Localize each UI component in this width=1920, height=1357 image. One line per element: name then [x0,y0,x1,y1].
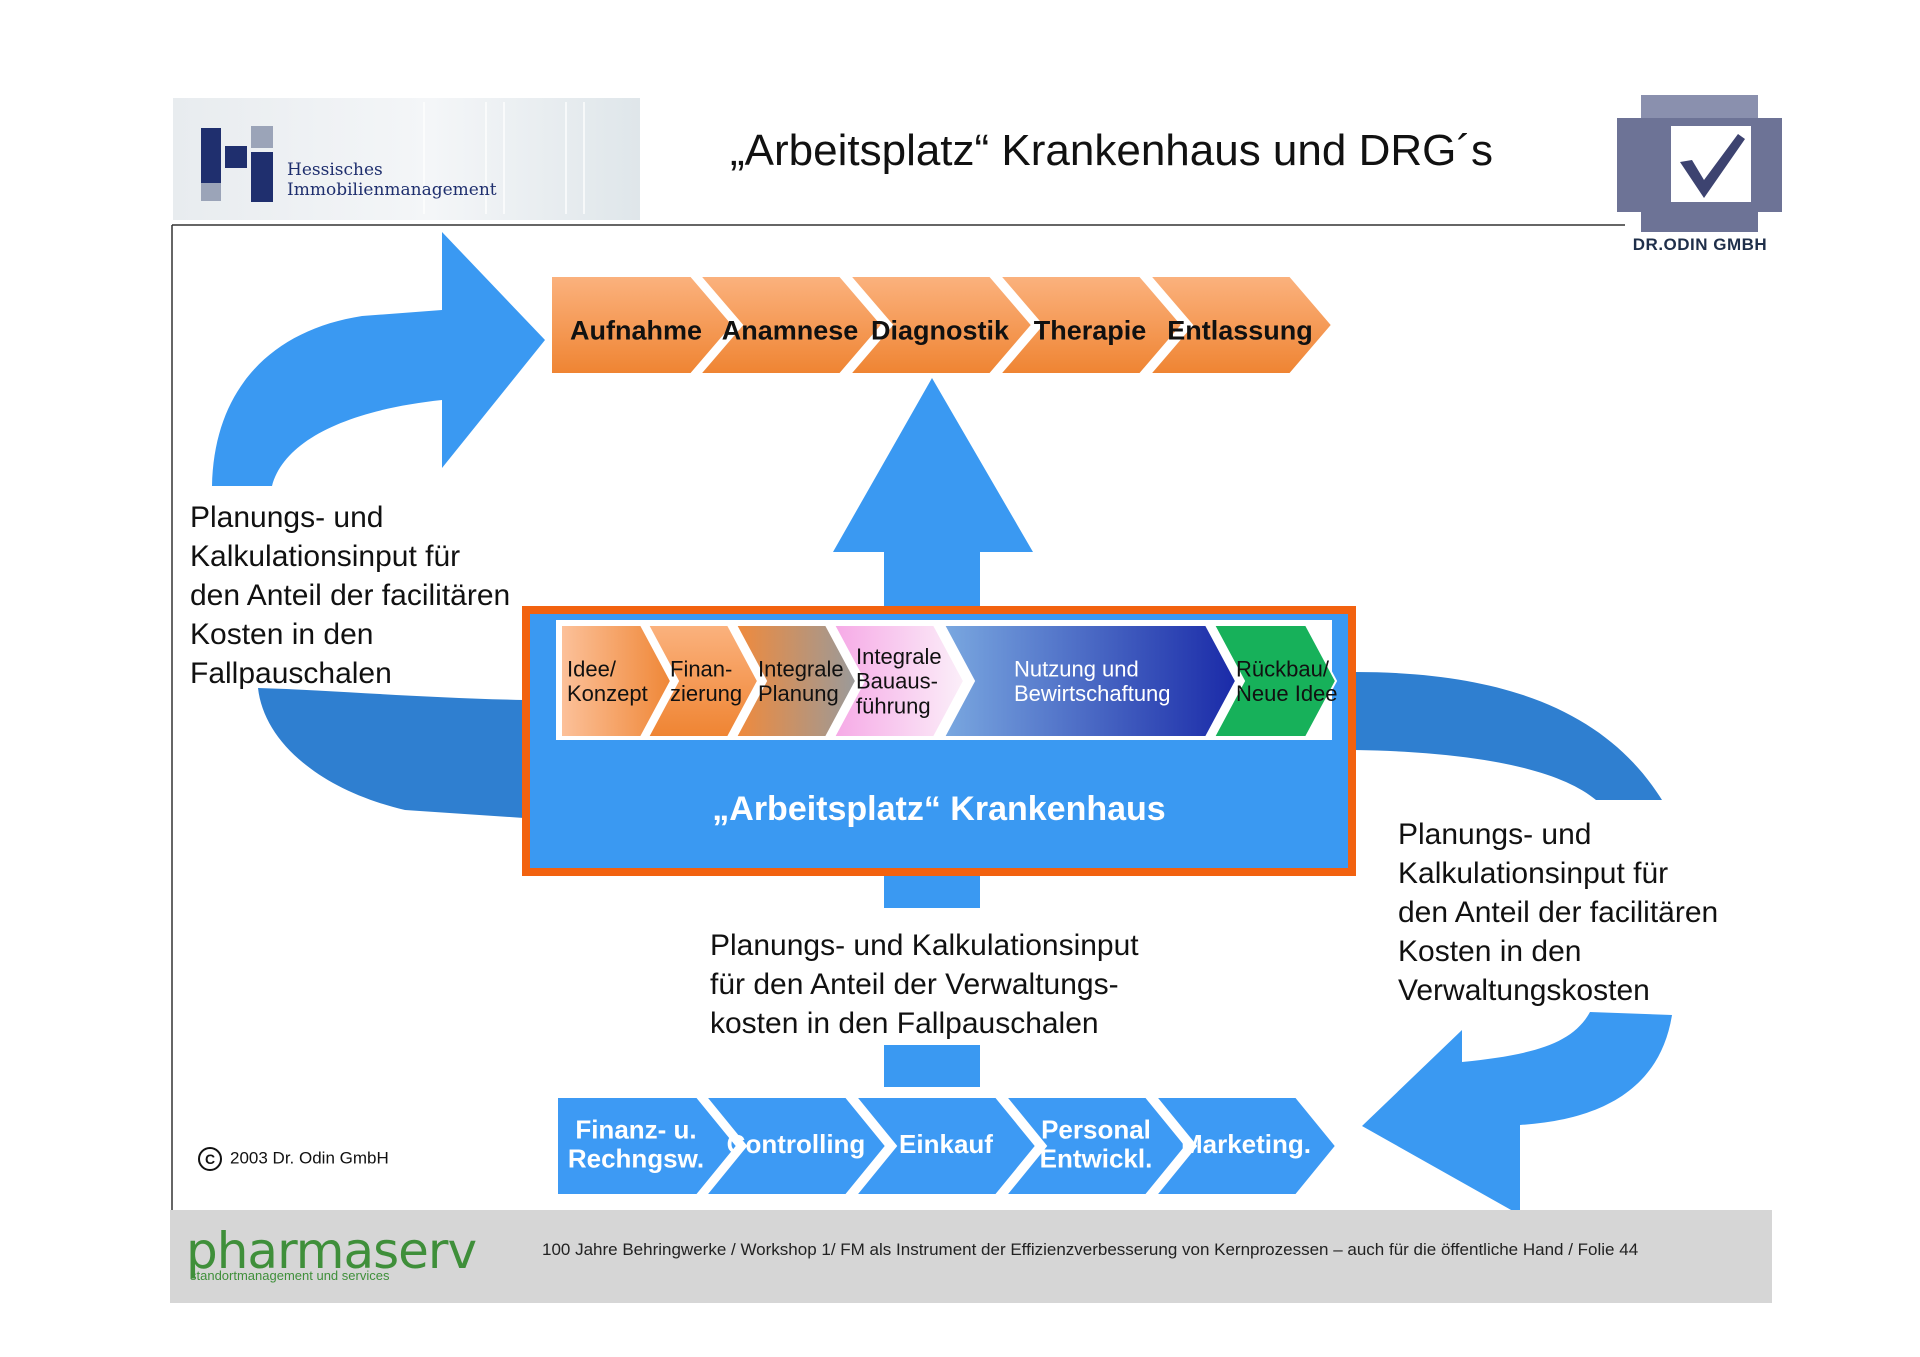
lifecycle-step [560,624,673,738]
footer-band [170,1210,1772,1303]
right-text-line: Kosten in den [1398,935,1582,968]
right-flow-band [1355,672,1662,800]
support-process-step [556,1096,739,1196]
footer-caption: 100 Jahre Behringwerke / Workshop 1/ FM … [542,1240,1639,1259]
lifecycle-step [646,624,760,738]
lifecycle-step [942,624,1238,738]
odin-checkmark-logo [1617,95,1782,232]
support-process-step [703,1096,888,1196]
support-process-step [1153,1096,1338,1196]
bottom-process-chevrons: Finanz- u.Rechngsw. Controlling Einkauf Per… [556,1096,1338,1196]
right-input-text: Planungs- und Kalkulationsinput für den … [1398,815,1718,1010]
curved-arrow-top-left [212,232,545,486]
left-flow-band [258,688,524,818]
pharmaserv-tagline: standortmanagement und services [190,1268,390,1283]
left-text-line: Kosten in den [190,618,374,651]
lifecycle-label: Finan-zierung [670,656,742,706]
logo-window-decoration [423,102,487,214]
lifecycle-label: Rückbau/Neue Idee [1236,656,1338,706]
top-process-step [847,275,1034,375]
support-process-label: Einkauf [899,1129,993,1159]
top-process-step [997,275,1184,375]
copyright-text: 2003 Dr. Odin GmbH [230,1148,389,1168]
pharmaserv-logo-text: pharmaserv [186,1222,477,1280]
middle-text-line: Planungs- und Kalkulationsinput [710,929,1139,962]
top-process-label: Entlassung [1167,315,1313,345]
logo-block-icon [201,183,221,201]
lifecycle-label: Idee/Konzept [567,656,648,706]
logo-block-icon [251,126,273,148]
right-text-line: Planungs- und [1398,818,1592,851]
top-process-label: Diagnostik [871,315,1010,345]
logo-block-icon [251,152,273,202]
copyright-icon: C [198,1147,222,1171]
support-process-step [1003,1096,1188,1196]
left-text-line: Planungs- und [190,501,384,534]
logo-text-line2: Immobilienmanagement [287,180,497,200]
logo-text-line1: Hessisches [287,160,383,180]
hessisches-logo-banner: Hessisches Immobilienmanagement [173,98,640,220]
curved-arrow-bottom-right [1362,1012,1672,1215]
top-process-step [697,275,884,375]
middle-text-line: für den Anteil der Verwaltungs- [710,968,1119,1001]
left-input-text: Planungs- und Kalkulationsinput für den … [190,498,510,693]
support-process-label: Finanz- u.Rechngsw. [568,1115,704,1174]
top-process-chevrons: Aufnahme Anamnese Diagnostik Therapie Entlas… [550,275,1334,375]
top-process-label: Aufnahme [570,315,702,345]
right-text-line: Verwaltungskosten [1398,974,1650,1007]
support-process-step [853,1096,1038,1196]
logo-window-decoration [583,102,640,214]
odin-company-label: DR.ODIN GMBH [1632,235,1768,254]
top-process-step [1147,275,1334,375]
left-text-line: Kalkulationsinput für [190,540,461,573]
left-text-line: den Anteil der facilitären [190,579,511,612]
logo-block-icon [225,146,247,168]
copyright-note: C 2003 Dr. Odin GmbH [198,1147,389,1171]
lifecycle-step [832,624,966,738]
top-process-label: Anamnese [722,315,859,345]
top-process-step [550,275,735,375]
logo-window-decoration [503,102,567,214]
top-process-label: Therapie [1034,315,1147,345]
support-process-label: Controlling [727,1129,866,1159]
logo-block-icon [201,128,221,188]
left-text-line: Fallpauschalen [190,657,392,690]
lifecycle-step [1212,624,1338,738]
middle-text-line: kosten in den Fallpauschalen [710,1007,1099,1040]
lifecycle-step [734,624,858,738]
page-title: „Arbeitsplatz“ Krankenhaus und DRG´s [730,126,1493,175]
right-text-line: den Anteil der facilitären [1398,896,1719,929]
right-text-line: Kalkulationsinput für [1398,857,1669,890]
krankenhaus-label: „Arbeitsplatz“ Krankenhaus [712,790,1166,828]
middle-input-text: Planungs- und Kalkulationsinput für den … [710,926,1139,1043]
support-process-label: Marketing. [1181,1129,1311,1159]
